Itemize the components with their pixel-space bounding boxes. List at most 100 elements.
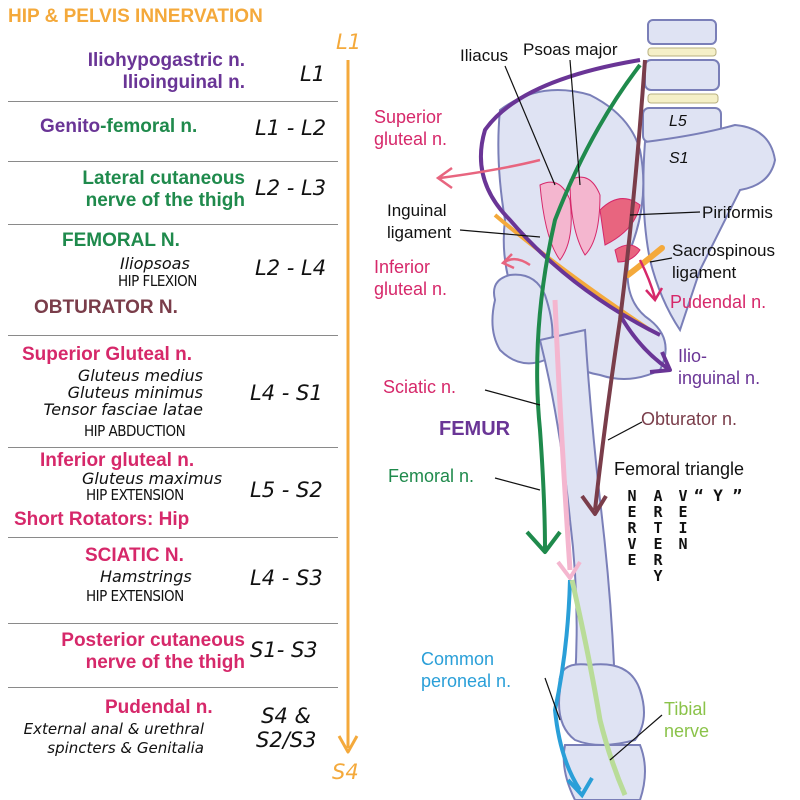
spinal-level: L4 - S1 bbox=[250, 381, 323, 405]
inguinal-ligament-label-line: Inguinal bbox=[387, 201, 447, 220]
obturator-nerve bbox=[593, 59, 647, 511]
row-divider bbox=[8, 447, 338, 448]
row-divider bbox=[8, 623, 338, 624]
superior-gluteal-label-line: Superior bbox=[374, 107, 443, 127]
obturator-arrowhead bbox=[580, 494, 608, 516]
femur-shaft bbox=[538, 328, 617, 692]
spinal-level: L2 - L4 bbox=[255, 256, 327, 280]
nerve-name: Posterior cutaneous nerve of the thigh bbox=[6, 630, 245, 674]
ilioinguinal-label-line: inguinal n. bbox=[678, 368, 761, 388]
nerve-name: Iliohypogastric n. Ilioinguinal n. bbox=[10, 50, 245, 94]
tibial-label-line: Tibial bbox=[664, 699, 707, 719]
obturator-label: Obturator n. bbox=[641, 409, 738, 429]
detail-line: External anal & urethral bbox=[23, 720, 204, 738]
sciatic-nerve bbox=[552, 299, 573, 571]
row-divider bbox=[8, 101, 338, 102]
nerve-name: Lateral cutaneous nerve of the thigh bbox=[10, 168, 245, 212]
inguinal-ligament bbox=[493, 213, 652, 332]
spinal-level: L1 - L2 bbox=[255, 116, 327, 140]
s1-label: S1 bbox=[669, 150, 689, 167]
femoral-arrowhead bbox=[525, 530, 562, 554]
nerve-name-line: nerve of the thigh bbox=[85, 652, 245, 673]
vein-acronym: VEIN bbox=[678, 487, 688, 553]
spinal-level: L1 bbox=[300, 62, 326, 86]
y-label: “ Y ” bbox=[694, 486, 743, 505]
ilioinguinal-arrowhead bbox=[649, 351, 672, 374]
superior-gluteal-label: Superior gluteal n. bbox=[374, 106, 447, 150]
femur-label: FEMUR bbox=[439, 418, 511, 440]
nerve-name: Superior Gluteal n. bbox=[22, 344, 192, 365]
spinal-level: L2 - L3 bbox=[255, 176, 327, 200]
spinal-level: L5 - S2 bbox=[250, 478, 323, 502]
ilioinguinal-nerve bbox=[478, 58, 661, 337]
muscle-name: Gluteus medius bbox=[77, 366, 203, 385]
spinal-level: L4 - S3 bbox=[250, 566, 323, 590]
nerve-name-line: Ilioinguinal n. bbox=[122, 72, 245, 93]
spinal-level: S4 & S2/S3 bbox=[256, 704, 316, 752]
detail-text: External anal & urethral spincters & Gen… bbox=[0, 720, 204, 758]
row-divider bbox=[8, 224, 338, 225]
nerve-name: Inferior gluteal n. bbox=[40, 450, 195, 471]
tibial-label-line: nerve bbox=[664, 721, 710, 741]
detail-line: spincters & Genitalia bbox=[47, 739, 204, 757]
range-start-label: L1 bbox=[336, 30, 362, 54]
artery-acronym: ARTERY bbox=[653, 487, 663, 585]
nerve-name: SCIATIC N. bbox=[85, 545, 184, 566]
psoas-label: Psoas major bbox=[523, 40, 618, 59]
superior-gluteal-nerve bbox=[439, 158, 541, 180]
femoral-triangle-label: Femoral triangle bbox=[614, 459, 745, 479]
common-peroneal-arrowhead bbox=[566, 776, 594, 799]
piriformis-muscle bbox=[599, 198, 641, 246]
sacrospinous-label: Sacrospinous ligament bbox=[672, 240, 775, 284]
ilioinguinal-label-line: Ilio- bbox=[678, 346, 708, 366]
spinal-level-line: S4 & bbox=[261, 704, 311, 728]
common-peroneal-label: Common peroneal n. bbox=[421, 648, 511, 692]
pudendal-nerve bbox=[638, 259, 657, 299]
piriformis-label: Piriformis bbox=[702, 203, 773, 222]
nerve-name: OBTURATOR N. bbox=[34, 297, 178, 318]
page-title: HIP & PELVIS INNERVATION bbox=[8, 6, 263, 27]
iliacus-label: Iliacus bbox=[460, 46, 509, 65]
spinal-level-line: S2/S3 bbox=[256, 728, 317, 752]
inguinal-ligament-label-line: ligament bbox=[387, 223, 452, 242]
tibia bbox=[562, 744, 646, 800]
row-divider bbox=[8, 161, 338, 162]
sacrospinous-label-line: ligament bbox=[672, 263, 737, 282]
spinal-level: S1- S3 bbox=[250, 638, 318, 662]
inferior-gluteal-label-line: Inferior bbox=[374, 257, 431, 277]
pudendal-label: Pudendal n. bbox=[670, 292, 767, 312]
muscle-name: Hamstrings bbox=[100, 567, 192, 586]
nerve-name: FEMORAL N. bbox=[62, 230, 180, 251]
action-text: HIP FLEXION bbox=[118, 272, 197, 290]
superior-gluteal-arrowhead bbox=[435, 166, 453, 190]
muscle-name: Gluteus minimus bbox=[67, 383, 203, 402]
muscle-list: Gluteus medius Gluteus minimus Tensor fa… bbox=[10, 366, 204, 418]
nerve-name-part: Genito bbox=[40, 116, 101, 137]
lumbar-vertebrae bbox=[642, 19, 722, 143]
ilioinguinal-nerve-branch bbox=[618, 314, 672, 372]
nerve-name-part: -femoral n. bbox=[100, 116, 198, 137]
sciatic-label: Sciatic n. bbox=[383, 377, 457, 397]
common-peroneal-label-line: peroneal n. bbox=[421, 671, 512, 691]
inguinal-ligament-label: Inguinal ligament bbox=[387, 200, 451, 244]
nerve-name: Pudendal n. bbox=[105, 697, 213, 718]
tibial-label: Tibial nerve bbox=[664, 698, 709, 742]
row-divider bbox=[8, 335, 338, 336]
superior-gluteal-label-line: gluteal n. bbox=[374, 129, 448, 149]
nerve-name-line: Lateral cutaneous bbox=[82, 168, 245, 189]
spinal-range-arrow bbox=[337, 60, 359, 754]
common-peroneal-label-line: Common bbox=[421, 649, 495, 669]
nerve-acronym: NERVE bbox=[627, 487, 637, 569]
pudendal-arrowhead bbox=[645, 287, 664, 303]
sciatic-arrowhead bbox=[556, 560, 582, 582]
action-text: HIP ABDUCTION bbox=[84, 422, 186, 440]
sacrospinous-label-line: Sacrospinous bbox=[672, 241, 776, 260]
l5-label: L5 bbox=[669, 113, 687, 130]
femoral-nerve bbox=[535, 63, 642, 551]
ilioinguinal-label: Ilio- inguinal n. bbox=[678, 345, 760, 389]
nerve-name: Genito-femoral n. bbox=[40, 116, 197, 138]
row-divider bbox=[8, 687, 338, 688]
leader-lines bbox=[459, 59, 701, 761]
